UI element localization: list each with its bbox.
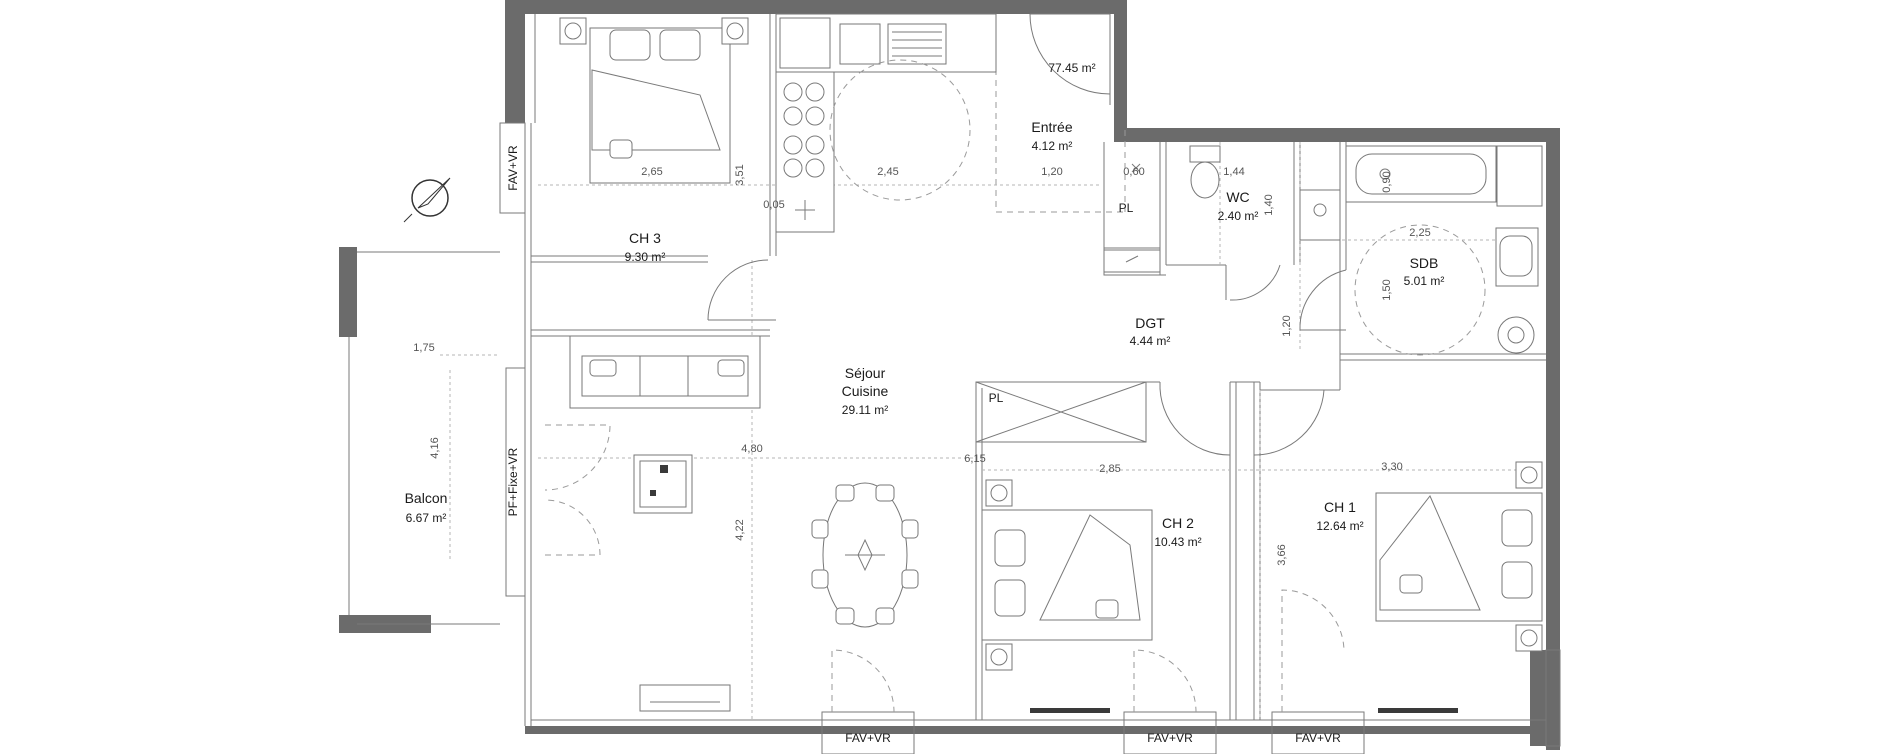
dim-pl-width: 0,60 [1123,166,1144,178]
room-labels: 77.45 m² Entrée 4.12 m² WC 2.40 m² SDB 5… [405,61,1445,549]
entree-name: Entrée [1031,119,1072,135]
dim-ch1-height: 3,66 [1276,544,1288,565]
balcon-name: Balcon [405,490,448,506]
dim-balcon-height: 4,16 [429,437,441,458]
window-bottom-sejour-label: FAV+VR [845,731,891,745]
rug [633,454,693,514]
ch1-area: 12.64 m² [1316,519,1363,533]
dim-ch2-width: 2,85 [1099,463,1120,475]
sejour-area: 29.11 m² [842,403,888,417]
ch3-area: 9.30 m² [625,250,666,264]
ch3-name: CH 3 [629,230,661,246]
entree-area: 4.12 m² [1032,139,1073,153]
dimension-labels: 2,65 3,51 2,45 0,05 1,20 0,60 1,44 1,40 … [413,164,1430,565]
dim-sejour-height: 4,22 [734,519,746,540]
window-sejour-label: PF+Fixe+VR [506,447,520,516]
tv-unit [639,684,731,712]
dim-ch3-width: 2,65 [641,166,662,178]
dim-balcon-width: 1,75 [413,342,434,354]
toilet [1131,145,1221,199]
dgt-area: 4.44 m² [1130,334,1171,348]
dim-ch1-width: 3,30 [1381,461,1402,473]
window-bottom-ch1-label: FAV+VR [1295,731,1341,745]
exterior-walls [339,0,1560,750]
dim-sejour-mid: 6,15 [964,453,985,465]
bed-ch1 [1375,461,1543,713]
bed-ch2 [981,479,1153,713]
sejour-name: Séjour [845,365,886,381]
window-labels: FAV+VR PF+Fixe+VR FAV+VR FAV+VR FAV+VR [506,145,1341,745]
window-ch3-label: FAV+VR [506,145,520,191]
dim-kitchen-width: 2,45 [877,166,898,178]
bed-ch3 [559,17,749,184]
balcon-outline [348,251,500,625]
north-arrow-icon [403,177,451,223]
furniture [559,13,1543,713]
sdb-area: 5.01 m² [1404,274,1445,288]
dim-sdb-height: 1,50 [1381,279,1393,300]
sofa [569,335,761,409]
bathroom-fixtures [1299,145,1543,356]
ch2-area: 10.43 m² [1154,535,1201,549]
dim-dgt-height: 1,20 [1281,315,1293,336]
dim-sdb-width: 2,25 [1409,227,1430,239]
ch1-name: CH 1 [1324,499,1356,515]
balcon-area: 6.67 m² [406,511,447,525]
kitchen [775,13,997,233]
pl-ch2-label: PL [989,391,1004,405]
wc-name: WC [1226,189,1249,205]
doors [544,13,1347,713]
pl-entree-label: PL [1119,201,1134,215]
dim-wc-width: 1,44 [1223,166,1244,178]
sdb-name: SDB [1410,255,1439,271]
window-bottom-ch2-label: FAV+VR [1147,731,1193,745]
cuisine-name: Cuisine [842,383,889,399]
dim-sejour-width: 4,80 [741,443,762,455]
dim-kitchen-small: 0,05 [763,199,784,211]
wc-area: 2.40 m² [1218,209,1259,223]
dim-entree-width: 1,20 [1041,166,1062,178]
dgt-name: DGT [1135,315,1165,331]
ch2-name: CH 2 [1162,515,1194,531]
dining-table [811,482,919,628]
dim-wc-height: 1,40 [1263,194,1275,215]
dim-ch3-height: 3,51 [734,164,746,185]
total-area: 77.45 m² [1048,61,1095,75]
dim-sdb-small: 0,90 [1381,171,1393,192]
